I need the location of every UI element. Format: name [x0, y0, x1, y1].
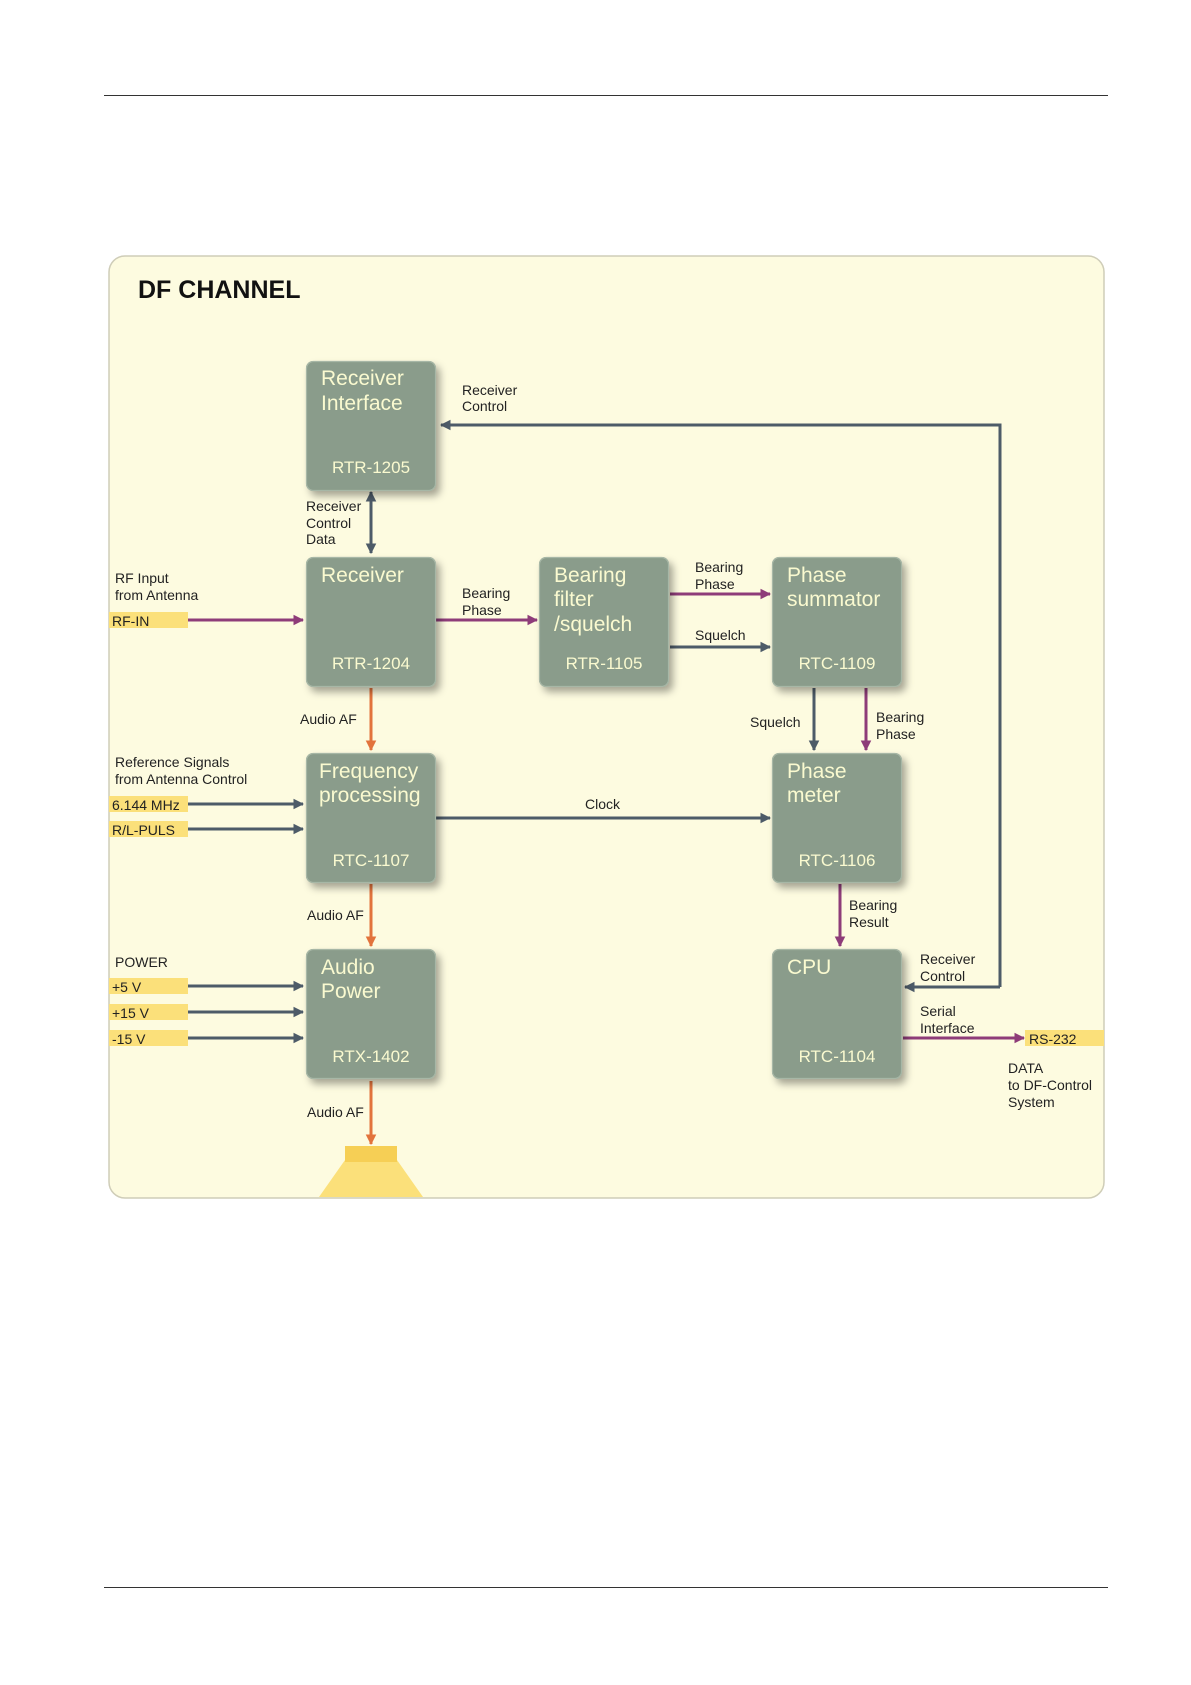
svg-text:+5 V: +5 V: [112, 979, 142, 995]
block-code: RTR-1105: [566, 654, 643, 673]
svg-text:+15 V: +15 V: [112, 1005, 150, 1021]
block-code: RTC-1106: [799, 851, 876, 870]
block-code: RTC-1109: [799, 654, 876, 673]
tag-m15v: -15 V: [109, 1030, 188, 1047]
block-cpu: CPU RTC-1104: [771, 948, 903, 1080]
tag-rl-puls: R/L-PULS: [109, 821, 188, 838]
block-code: RTR-1204: [332, 654, 410, 673]
footer-rule: [104, 1587, 1108, 1588]
svg-text:RS-232: RS-232: [1029, 1031, 1077, 1047]
label-power: POWER: [115, 954, 168, 970]
label-clock: Clock: [585, 796, 621, 812]
block-code: RTC-1104: [799, 1047, 876, 1066]
tag-p5v: +5 V: [109, 978, 188, 995]
tag-ref-freq: 6.144 MHz: [109, 796, 188, 813]
speaker-icon: [319, 1146, 423, 1197]
block-code: RTC-1107: [333, 851, 410, 870]
svg-text:-15 V: -15 V: [112, 1031, 146, 1047]
label-audio-af-3: Audio AF: [307, 1104, 364, 1120]
header-rule: [104, 95, 1108, 96]
diagram-title: DF CHANNEL: [138, 276, 301, 304]
label-audio-af-2: Audio AF: [307, 907, 364, 923]
svg-text:RF-IN: RF-IN: [112, 613, 149, 629]
wire-receiver-control-loop: [439, 419, 1002, 993]
diagram-panel: [108, 255, 1105, 1199]
tag-rf-in: RF-IN: [109, 612, 188, 629]
svg-text:6.144 MHz: 6.144 MHz: [112, 797, 180, 813]
block-receiver: Receiver RTR-1204: [305, 556, 437, 688]
tag-rs232: RS-232: [1025, 1030, 1104, 1047]
label-audio-af-1: Audio AF: [300, 711, 357, 727]
svg-text:R/L-PULS: R/L-PULS: [112, 822, 175, 838]
label-squelch-ps: Squelch: [750, 714, 801, 730]
block-code: RTR-1205: [332, 458, 410, 477]
tag-p15v: +15 V: [109, 1004, 188, 1021]
block-code: RTX-1402: [332, 1047, 409, 1066]
label-squelch-bf: Squelch: [695, 627, 746, 643]
block-name: CPU: [787, 956, 831, 979]
block-name: Receiver: [321, 564, 404, 587]
